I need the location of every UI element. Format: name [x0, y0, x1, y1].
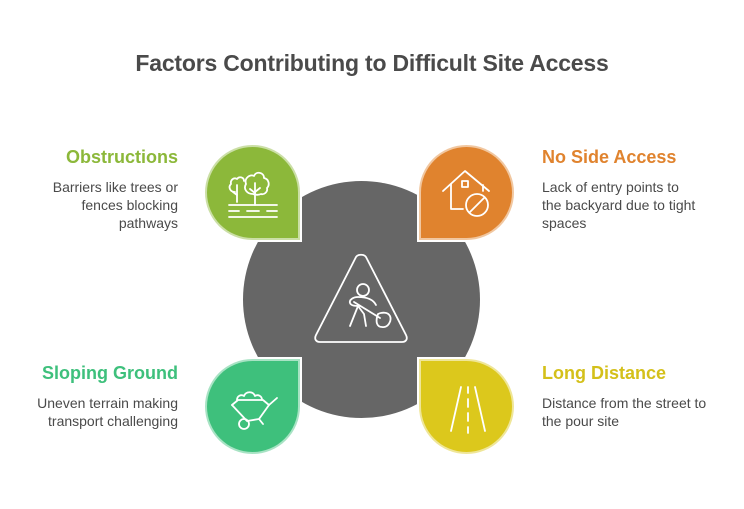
house-no-entry-icon: [442, 170, 490, 217]
diagram-title: Factors Contributing to Difficult Site A…: [135, 50, 609, 76]
factor-description: Uneven terrain making transport challeng…: [37, 395, 178, 429]
factor-heading: Obstructions: [65, 147, 178, 167]
factor-obstructions: Obstructions Barriers like trees or fenc…: [0, 146, 178, 232]
trees-icon: [228, 171, 278, 218]
no-side-access-badge: [419, 145, 514, 240]
long-distance-badge: [419, 359, 514, 454]
factor-sloping-ground: Sloping Ground Uneven terrain making tra…: [0, 362, 178, 430]
factor-heading: Long Distance: [542, 363, 667, 383]
factor-description: Distance from the street to the pour sit…: [542, 395, 707, 429]
factor-long-distance: Long Distance Distance from the street t…: [542, 362, 722, 430]
obstructions-badge: [205, 145, 300, 240]
sloping-ground-badge: [205, 359, 300, 454]
factor-description: Lack of entry points to the backyard due…: [542, 179, 696, 231]
factor-description: Barriers like trees or fences blocking p…: [52, 179, 178, 231]
factor-heading: Sloping Ground: [42, 363, 178, 383]
construction-worker-warning-icon: [314, 253, 408, 343]
factor-heading: No Side Access: [542, 147, 677, 167]
road-icon: [450, 386, 486, 434]
wheelbarrow-icon: [231, 391, 278, 430]
factor-no-side-access: No Side Access Lack of entry points to t…: [542, 146, 722, 232]
